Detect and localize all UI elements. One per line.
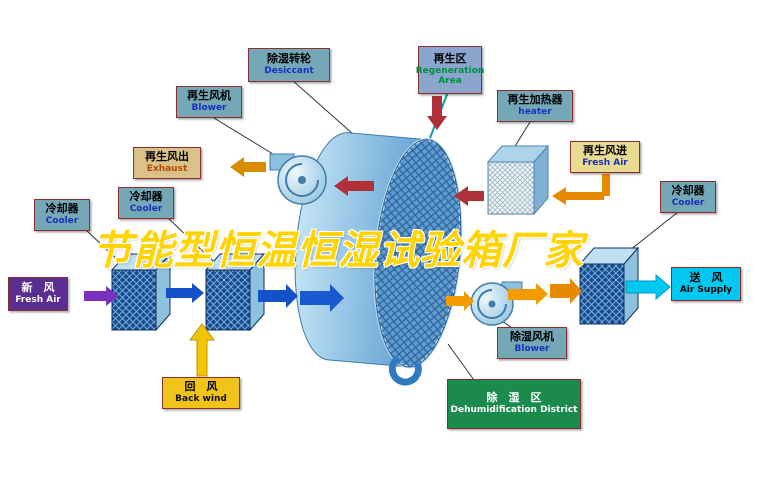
label-back-wind: 回 风 Back wind <box>162 377 240 409</box>
arrow-orange-into-heater <box>552 187 604 205</box>
label-dehumid-zone-zh: 除 湿 区 <box>486 391 542 405</box>
arrow-fresh-air-in <box>84 286 118 306</box>
label-air-supply-en: Air Supply <box>679 285 733 296</box>
cooler-box-right <box>578 246 640 326</box>
label-cooler-right-zh: 冷却器 <box>671 184 705 198</box>
label-exhaust-zh: 再生风出 <box>145 150 189 164</box>
label-desiccant: 除湿转轮 Desiccant <box>248 48 330 82</box>
label-regen-blower-en: Blower <box>191 103 227 114</box>
arrow-orange-to-cooler <box>550 278 582 304</box>
label-cooler-left: 冷却器 Cooler <box>118 187 174 219</box>
label-exhaust-en: Exhaust <box>146 164 188 175</box>
label-back-wind-en: Back wind <box>175 394 227 405</box>
label-desiccant-zh: 除湿转轮 <box>267 52 311 66</box>
label-regen-area: 再生区 Regeneration Area <box>415 46 485 94</box>
label-exhaust: 再生风出 Exhaust <box>133 147 201 179</box>
line-dehumid-zone <box>447 343 475 381</box>
label-regen-heater-en: heater <box>518 107 552 118</box>
label-cooler-left-en: Cooler <box>129 204 163 215</box>
line-desiccant <box>291 79 363 143</box>
line-cooler-left <box>167 217 215 263</box>
regen-heater-box <box>486 144 550 216</box>
label-regen-fresh-air: 再生风进 Fresh Air <box>570 141 640 173</box>
label-regen-heater-zh: 再生加热器 <box>507 93 563 107</box>
label-air-supply-zh: 送 风 <box>689 271 723 285</box>
cooler-box-far-left <box>110 252 172 332</box>
label-air-supply: 送 风 Air Supply <box>671 267 741 301</box>
label-desiccant-en: Desiccant <box>264 66 314 77</box>
arrow-crimson-heater-to-wheel <box>454 186 484 206</box>
label-cooler-left-zh: 冷却器 <box>129 190 163 204</box>
wheel-drive-icon <box>388 356 422 386</box>
arrow-exhaust-out <box>230 157 266 177</box>
arrow-crimson-wheel-to-blower <box>334 176 374 196</box>
arrow-blue-to-wheel-1 <box>258 284 298 308</box>
label-cooler-right-en: Cooler <box>671 198 705 209</box>
label-dehumid-zone-en: Dehumidification District <box>450 405 578 416</box>
label-regen-heater: 再生加热器 heater <box>497 90 573 122</box>
regen-blower-fan <box>269 153 327 205</box>
label-regen-blower: 再生风机 Blower <box>176 86 242 118</box>
label-fresh-air: 新 风 Fresh Air <box>8 277 68 311</box>
label-regen-blower-zh: 再生风机 <box>187 89 231 103</box>
connector-lines <box>85 79 679 381</box>
label-dehumid-blower-en: Blower <box>514 344 550 355</box>
arrow-orange-fan-out <box>508 283 548 305</box>
regen-fresh-air-duct <box>602 174 610 196</box>
label-cooler-right: 冷却器 Cooler <box>660 181 716 213</box>
cooler-box-left <box>204 252 266 332</box>
label-regen-fresh-air-en: Fresh Air <box>582 158 628 169</box>
label-cooler-far-left-en: Cooler <box>45 216 79 227</box>
arrow-blue-to-wheel-2 <box>300 284 344 312</box>
label-regen-fresh-air-zh: 再生风进 <box>583 144 627 158</box>
label-fresh-air-en: Fresh Air <box>15 295 61 306</box>
label-back-wind-zh: 回 风 <box>184 380 218 394</box>
label-dehumid-zone: 除 湿 区 Dehumidification District <box>447 379 581 429</box>
dehumid-blower-fan <box>470 281 523 326</box>
label-regen-area-en: Regeneration Area <box>415 65 485 87</box>
label-dehumid-blower: 除湿风机 Blower <box>497 327 567 359</box>
arrow-blue-coolers <box>166 283 204 303</box>
arrow-back-wind-up <box>189 323 215 377</box>
desiccant-wheel <box>294 132 463 369</box>
label-cooler-far-left-zh: 冷却器 <box>45 202 79 216</box>
line-heater <box>513 121 531 149</box>
arrow-orange-wheel-to-fan <box>446 291 474 311</box>
label-dehumid-blower-zh: 除湿风机 <box>510 330 554 344</box>
arrow-air-supply-out <box>625 273 671 301</box>
line-cooler-far-left <box>85 229 121 263</box>
label-cooler-far-left: 冷却器 Cooler <box>34 199 90 231</box>
airflow-arrows <box>84 96 671 377</box>
arrow-crimson-into-wheel-top <box>427 96 447 130</box>
label-regen-area-zh: 再生区 <box>433 51 467 65</box>
label-fresh-air-zh: 新 风 <box>21 281 55 295</box>
